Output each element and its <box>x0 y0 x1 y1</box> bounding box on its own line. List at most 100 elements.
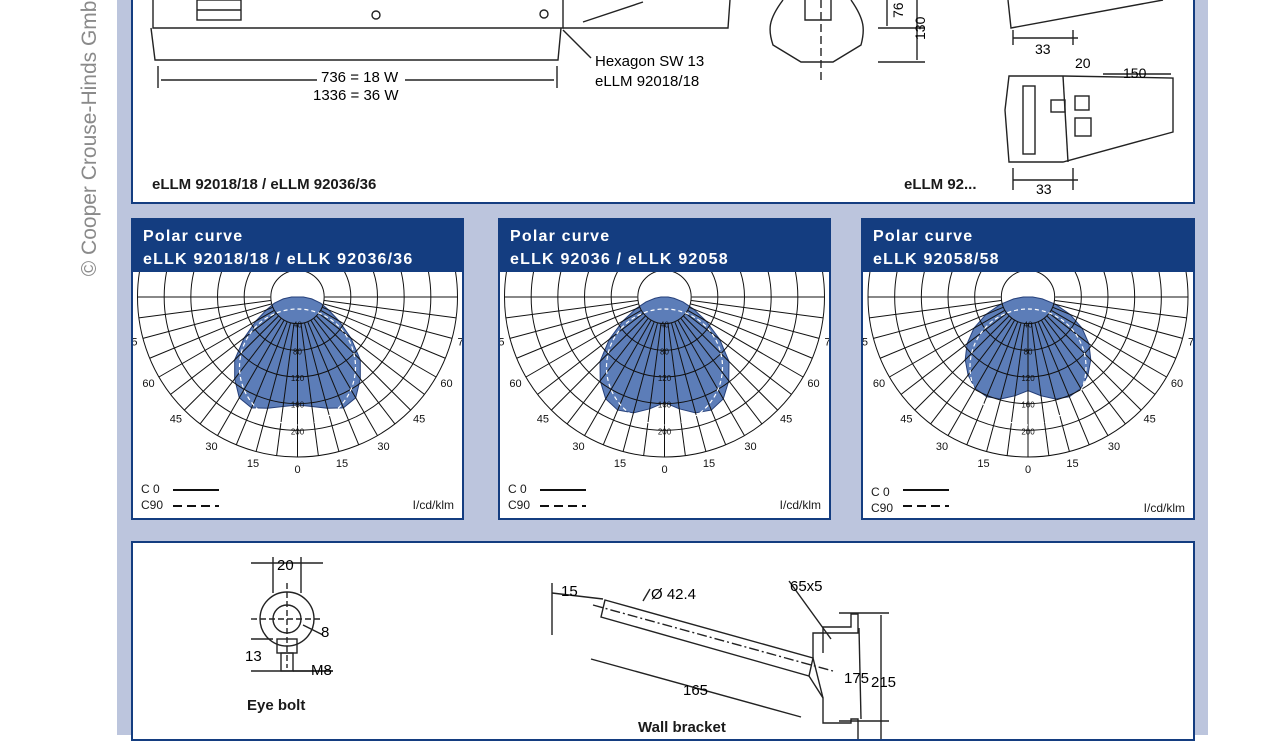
angle-label: 30 <box>936 441 948 453</box>
hexagon-label: Hexagon SW 13 <box>595 53 704 70</box>
polar-header-1: Polar curve eLLK 92018/18 / eLLK 92036/3… <box>133 220 462 272</box>
bracket-dim-15: 15 <box>561 583 578 600</box>
angle-label: 15 <box>614 458 626 470</box>
polar-header-2: Polar curve eLLK 92036 / eLLK 92058 <box>500 220 829 272</box>
angle-label: 0 <box>1025 464 1031 476</box>
copyright-strip: © Cooper Crouse-Hinds GmbH, 0 <box>0 0 110 735</box>
polar-title-2: Polar curve <box>510 228 611 245</box>
accessories-drawing: 20 8 13 M8 15 Ø 42.4 65x5 175 215 165 <box>245 557 896 739</box>
polar-curve-chart-1: 90756045301501530456075904080120160200 <box>119 136 476 507</box>
angle-label: 0 <box>661 464 667 476</box>
polar-panel-1: Polar curve eLLK 92018/18 / eLLK 92036/3… <box>119 136 476 520</box>
c90-dashed-curve <box>238 308 357 426</box>
wall-bracket-label: Wall bracket <box>638 719 726 736</box>
angle-label: 15 <box>247 458 259 470</box>
unit-label-3: I/cd/klm <box>1143 501 1185 515</box>
polar-curve-chart-3: 90756045301501530456075904080120160200 <box>850 136 1206 507</box>
angle-label: 15 <box>336 458 348 470</box>
polar-panel-3: Polar curve eLLK 92058/58 90756045301501… <box>850 136 1206 520</box>
radial-label: 80 <box>293 347 302 356</box>
dimension-drawing: 736 = 18 W 1336 = 36 W Hexagon SW 13 eLL… <box>150 0 1174 197</box>
dimension-drawing-panel: 736 = 18 W 1336 = 36 W Hexagon SW 13 eLL… <box>131 0 1195 204</box>
angle-label: 75 <box>458 337 462 349</box>
polar-curve-chart-2: 90756045301501530456075904080120160200 <box>486 136 843 507</box>
dim-18w: 736 = 18 W <box>321 69 399 86</box>
angle-label: 30 <box>377 441 389 453</box>
eye-bolt-label: Eye bolt <box>247 697 306 714</box>
dim-150: 150 <box>1123 65 1147 81</box>
angle-label: 30 <box>572 441 584 453</box>
angle-label: 75 <box>1188 337 1193 349</box>
angle-label: 30 <box>1108 441 1120 453</box>
polar-subtitle-3: eLLK 92058/58 <box>873 251 1000 268</box>
angle-label: 60 <box>440 378 452 390</box>
dim-76: 76 <box>890 2 906 18</box>
eye-dim-20: 20 <box>277 557 294 574</box>
bracket-dim-215: 215 <box>871 674 896 691</box>
radial-label: 200 <box>658 427 672 436</box>
bracket-dim-165: 165 <box>683 682 708 699</box>
legend-c0-3: C 0 <box>871 485 890 499</box>
legend-c0-2: C 0 <box>508 482 527 496</box>
polar-subtitle-1: eLLK 92018/18 / eLLK 92036/36 <box>143 251 414 268</box>
bracket-dim-dia: Ø 42.4 <box>651 586 696 603</box>
c90-dashed-curve <box>969 308 1087 426</box>
polar-title-3: Polar curve <box>873 228 974 245</box>
angle-label: 60 <box>807 378 819 390</box>
eye-dim-8: 8 <box>321 624 329 641</box>
radial-label: 80 <box>1024 347 1033 356</box>
hexagon-model: eLLM 92018/18 <box>595 73 699 90</box>
angle-label: 15 <box>977 458 989 470</box>
radial-label: 160 <box>658 401 672 410</box>
angle-label: 75 <box>825 337 829 349</box>
angle-label: 75 <box>133 337 137 349</box>
copyright-text: © Cooper Crouse-Hinds GmbH, 0 <box>78 0 101 277</box>
angle-label: 15 <box>703 458 715 470</box>
angle-label: 60 <box>873 378 885 390</box>
caption-left: eLLM 92018/18 / eLLM 92036/36 <box>152 176 377 193</box>
legend-c0-1: C 0 <box>141 482 160 496</box>
radial-label: 120 <box>291 374 305 383</box>
c90-dashed-curve <box>605 308 724 426</box>
radial-label: 200 <box>1021 427 1035 436</box>
angle-label: 45 <box>1143 414 1155 426</box>
dim-20: 20 <box>1075 55 1091 71</box>
bracket-dim-65x5: 65x5 <box>790 578 823 595</box>
angle-label: 15 <box>1066 458 1078 470</box>
legend-c90-1: C90 <box>141 498 164 512</box>
radial-label: 120 <box>658 374 672 383</box>
angle-label: 0 <box>294 464 300 476</box>
angle-label: 75 <box>500 337 504 349</box>
caption-right: eLLM 92... <box>904 176 977 193</box>
radial-label: 200 <box>291 427 305 436</box>
polar-title-1: Polar curve <box>143 228 244 245</box>
radial-label: 40 <box>660 321 669 330</box>
legend-c90-3: C90 <box>871 501 894 515</box>
angle-label: 30 <box>744 441 756 453</box>
unit-label-2: I/cd/klm <box>779 498 821 512</box>
radial-label: 80 <box>660 347 669 356</box>
dim-36w: 1336 = 36 W <box>313 87 399 104</box>
polar-header-3: Polar curve eLLK 92058/58 <box>863 220 1193 272</box>
bracket-dim-175: 175 <box>844 670 869 687</box>
angle-label: 75 <box>863 337 868 349</box>
eye-dim-m8: M8 <box>311 662 332 679</box>
angle-label: 60 <box>142 378 154 390</box>
radial-label: 40 <box>1024 321 1033 330</box>
angle-label: 45 <box>780 414 792 426</box>
angle-label: 60 <box>509 378 521 390</box>
polar-panel-2: Polar curve eLLK 92036 / eLLK 92058 9075… <box>486 136 843 520</box>
polar-subtitle-2: eLLK 92036 / eLLK 92058 <box>510 251 729 268</box>
angle-label: 45 <box>413 414 425 426</box>
accessories-panel: 20 8 13 M8 15 Ø 42.4 65x5 175 215 165 Ey… <box>131 541 1195 741</box>
dim-130: 130 <box>912 16 928 40</box>
angle-label: 45 <box>900 414 912 426</box>
angle-label: 30 <box>205 441 217 453</box>
radial-label: 120 <box>1021 374 1035 383</box>
angle-label: 45 <box>537 414 549 426</box>
angle-label: 60 <box>1171 378 1183 390</box>
legend-c90-2: C90 <box>508 498 531 512</box>
radial-label: 160 <box>291 401 305 410</box>
eye-dim-13: 13 <box>245 648 262 665</box>
angle-label: 45 <box>170 414 182 426</box>
